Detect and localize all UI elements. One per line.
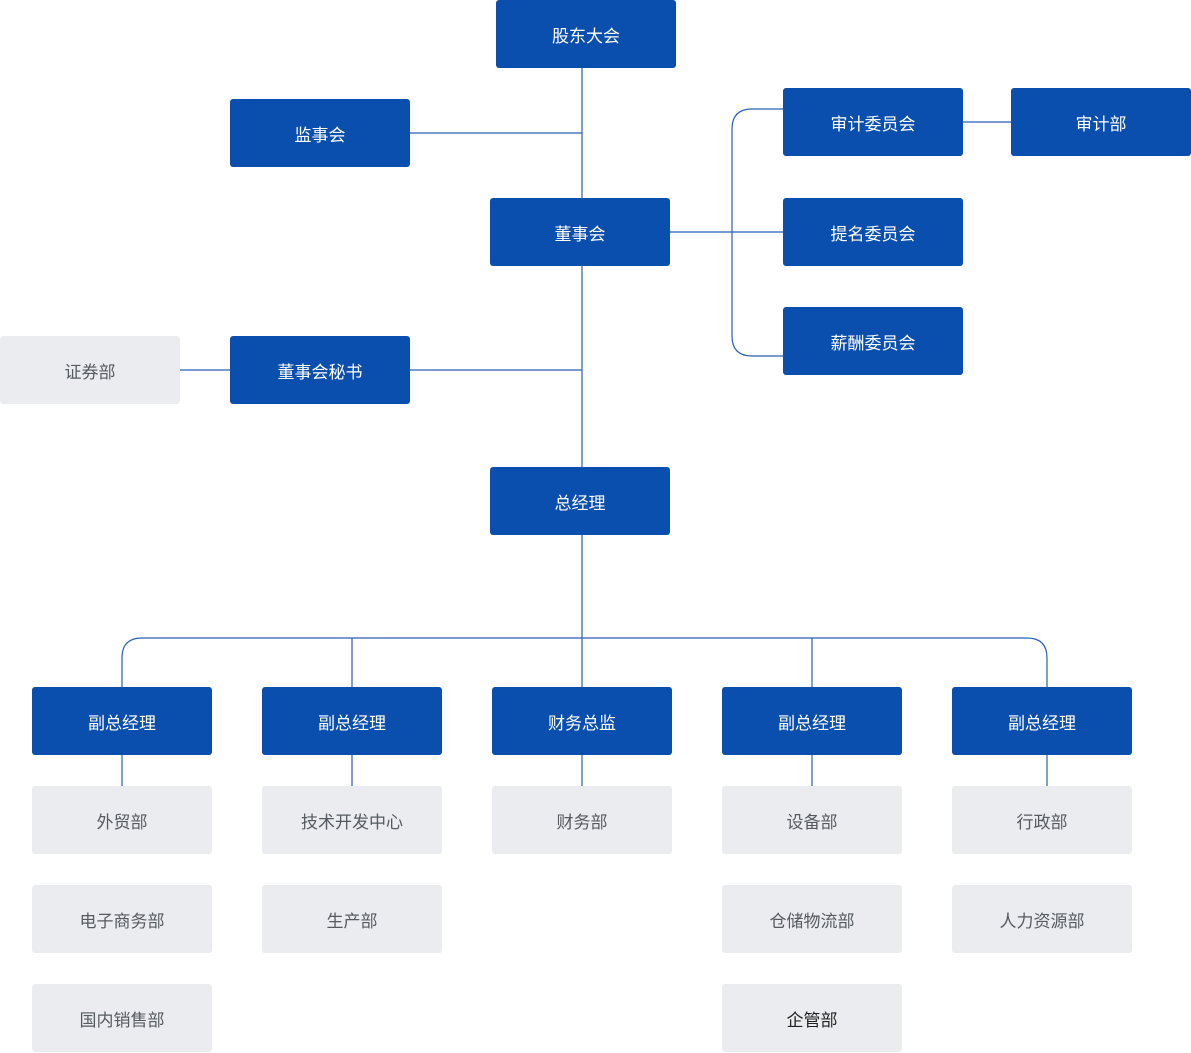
node-hr-dept: 人力资源部 [952,885,1132,953]
node-board-secretary: 董事会秘书 [230,336,410,404]
node-administration-dept: 行政部 [952,786,1132,854]
node-shareholders-meeting: 股东大会 [496,0,676,68]
node-general-manager: 总经理 [490,467,670,535]
node-nomination-committee: 提名委员会 [783,198,963,266]
node-board-of-directors: 董事会 [490,198,670,266]
node-compensation-committee: 薪酬委员会 [783,307,963,375]
node-foreign-trade-dept: 外贸部 [32,786,212,854]
node-audit-department: 审计部 [1011,88,1191,156]
node-cfo: 财务总监 [492,687,672,755]
node-warehouse-logistics-dept: 仓储物流部 [722,885,902,953]
node-domestic-sales-dept: 国内销售部 [32,984,212,1052]
node-vice-general-manager-2: 副总经理 [262,687,442,755]
node-audit-committee: 审计委员会 [783,88,963,156]
node-vice-general-manager-3: 副总经理 [722,687,902,755]
node-ecommerce-dept: 电子商务部 [32,885,212,953]
node-securities-department: 证券部 [0,336,180,404]
node-tech-dev-center: 技术开发中心 [262,786,442,854]
node-enterprise-mgmt-dept: 企管部 [722,984,902,1052]
node-production-dept: 生产部 [262,885,442,953]
node-finance-dept: 财务部 [492,786,672,854]
node-equipment-dept: 设备部 [722,786,902,854]
node-supervisory-board: 监事会 [230,99,410,167]
node-vice-general-manager-4: 副总经理 [952,687,1132,755]
node-vice-general-manager-1: 副总经理 [32,687,212,755]
